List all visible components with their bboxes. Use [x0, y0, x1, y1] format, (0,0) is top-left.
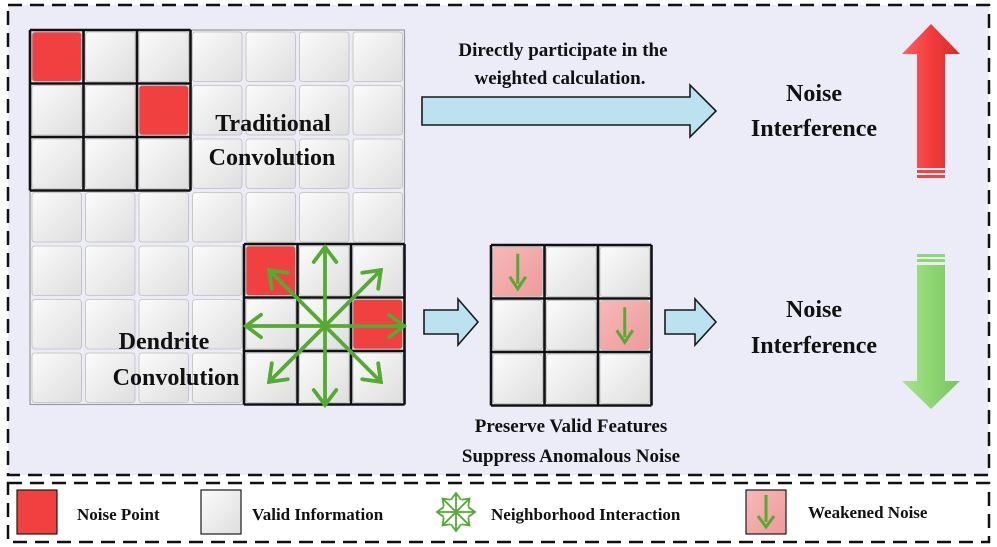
neighborhood-interaction-icon [435, 491, 477, 533]
top-result-1: Noise [786, 81, 842, 107]
noise-increase-arrow [902, 24, 960, 178]
weakened-arrow-icon [615, 307, 634, 345]
valid-cell [138, 352, 189, 403]
valid-cell [192, 192, 243, 243]
valid-cell [138, 245, 189, 296]
valid-cell [352, 85, 403, 136]
weakened-arrow-icon [508, 253, 527, 292]
legend-label-neighborhood-interaction: Neighborhood Interaction [491, 505, 681, 524]
valid-cell [31, 299, 82, 350]
bottom-result-1: Noise [786, 297, 842, 323]
valid-cell [546, 353, 597, 404]
valid-cell [245, 192, 296, 243]
flow-arrow-top [421, 83, 718, 139]
valid-cell [299, 31, 350, 82]
valid-cell [85, 192, 136, 243]
valid-cell [599, 246, 650, 297]
valid-cell [85, 245, 136, 296]
traditional-label-2: Convolution [209, 145, 336, 171]
flow-arrow-grid-to-result [664, 296, 718, 348]
top-result-2: Interference [751, 116, 878, 142]
valid-cell [138, 192, 189, 243]
valid-cell [299, 85, 350, 136]
dendrite-label-1: Dendrite [119, 329, 210, 355]
valid-cell [245, 31, 296, 82]
valid-cell [245, 85, 296, 136]
valid-cell [192, 245, 243, 296]
valid-cell [31, 138, 82, 189]
noise-decrease-arrow [902, 254, 960, 409]
valid-cell [85, 31, 136, 82]
valid-cell [85, 299, 136, 350]
bottom-result-2: Interference [751, 333, 878, 359]
valid-cell [31, 245, 82, 296]
top-caption-1: Directly participate in the [458, 40, 667, 61]
bottom-caption-2: Suppress Anomalous Noise [462, 446, 680, 467]
input-grid [28, 28, 406, 406]
valid-cell [492, 300, 543, 351]
valid-cell [192, 138, 243, 189]
noise-cell [31, 31, 82, 82]
valid-cell [31, 85, 82, 136]
valid-information-icon [200, 489, 242, 535]
valid-cell [31, 192, 82, 243]
valid-cell [85, 352, 136, 403]
valid-cell [138, 299, 189, 350]
valid-cell [192, 31, 243, 82]
valid-cell [138, 138, 189, 189]
noise-point-icon [16, 489, 58, 535]
valid-cell [85, 138, 136, 189]
valid-cell [31, 352, 82, 403]
valid-cell [192, 352, 243, 403]
output-grid [489, 243, 653, 407]
bottom-caption-1: Preserve Valid Features [475, 416, 667, 437]
valid-cell [546, 246, 597, 297]
kernel-window [28, 28, 192, 192]
legend-label-noise-point: Noise Point [77, 505, 160, 524]
valid-cell [192, 85, 243, 136]
valid-cell [138, 31, 189, 82]
weakened-noise-icon [745, 489, 787, 535]
legend-label-weakened-noise: Weakened Noise [808, 503, 928, 522]
top-caption-2: weighted calculation. [475, 68, 646, 89]
valid-cell [352, 31, 403, 82]
legend-panel [6, 481, 991, 544]
dendrite-label-2: Convolution [113, 365, 240, 391]
valid-cell [299, 192, 350, 243]
flow-arrow-dendrite-to-grid [423, 296, 480, 348]
valid-cell [245, 138, 296, 189]
valid-cell [299, 138, 350, 189]
valid-cell [492, 353, 543, 404]
noise-cell [138, 85, 189, 136]
valid-cell [352, 192, 403, 243]
legend-label-valid-information: Valid Information [252, 505, 384, 524]
valid-cell [85, 85, 136, 136]
valid-cell [352, 138, 403, 189]
valid-cell [546, 300, 597, 351]
neighborhood-interaction-arrows [242, 243, 408, 409]
valid-cell [599, 353, 650, 404]
traditional-label-1: Traditional [215, 111, 331, 137]
valid-cell [192, 299, 243, 350]
